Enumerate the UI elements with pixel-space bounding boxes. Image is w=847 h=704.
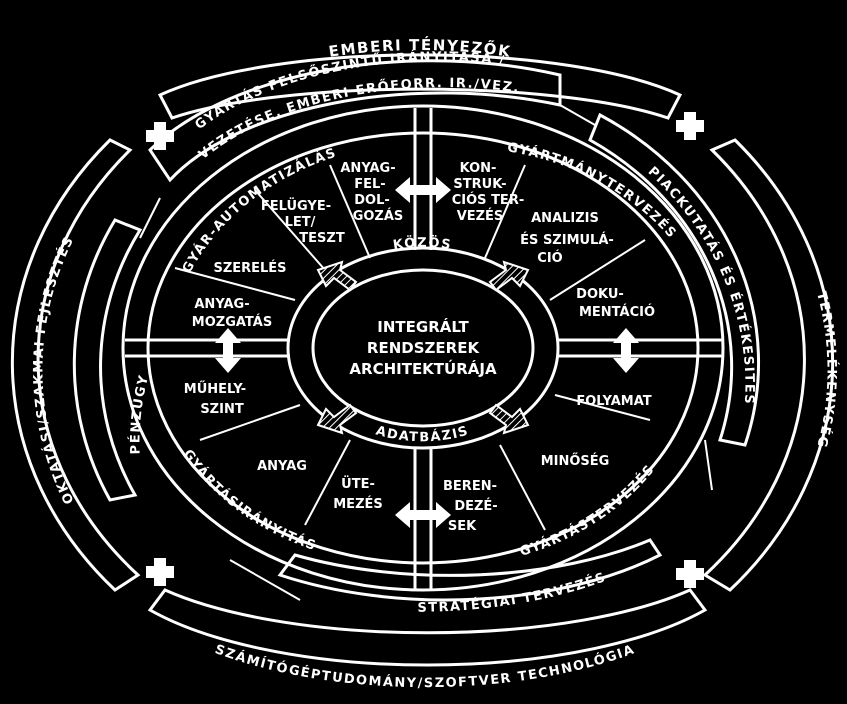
segment-anyagfeldolgozas: ANYAG- FEL- DOL- GOZÁS — [340, 161, 403, 224]
segment-minoseg: MINŐSÉG — [541, 453, 610, 469]
segment-konstrukcios: KON- STRUK- CIÓS TER- VEZÉS — [452, 161, 524, 224]
plus-icon — [146, 112, 704, 588]
svg-text:ANALIZIS: ANALIZIS — [531, 211, 599, 226]
svg-text:BEREN-: BEREN- — [443, 479, 497, 494]
svg-text:MENTÁCIÓ: MENTÁCIÓ — [579, 304, 655, 320]
svg-text:CIÓS TER-: CIÓS TER- — [452, 192, 524, 208]
inner-ring-bottom-label: ADATBÁZIS — [374, 424, 471, 446]
segment-utemezes: ÜTE- MEZÉS — [333, 476, 383, 512]
svg-text:TESZT: TESZT — [299, 231, 345, 246]
segment-felugyelet: FELÜGYE- LET/ TESZT — [261, 198, 345, 246]
outermost-left-label: OKTATÁSI/SZAKMAI FEJLESZTÉS — [31, 234, 77, 506]
svg-text:ANYAG-: ANYAG- — [194, 297, 249, 312]
svg-text:STRUK-: STRUK- — [453, 177, 506, 192]
svg-text:DOKU-: DOKU- — [576, 287, 624, 302]
segment-analizis: ANALIZIS ÉS SZIMULÁ- CIÓ — [520, 211, 614, 266]
segment-muhelyszint: MŰHELY- SZINT — [184, 381, 246, 417]
segment-szereles: SZERELÉS — [213, 260, 286, 276]
svg-text:ÜTE-: ÜTE- — [341, 476, 375, 492]
svg-text:ARCHITEKTÚRÁJA: ARCHITEKTÚRÁJA — [349, 359, 497, 378]
center-ring-outline — [311, 268, 535, 428]
segment-folyamat: FOLYAMAT — [576, 394, 651, 409]
svg-text:ANYAG-: ANYAG- — [340, 161, 395, 176]
svg-text:ANYAG: ANYAG — [257, 459, 307, 474]
svg-text:SZERELÉS: SZERELÉS — [213, 260, 286, 276]
segment-dokumentacio: DOKU- MENTÁCIÓ — [576, 287, 655, 320]
svg-text:FOLYAMAT: FOLYAMAT — [576, 394, 651, 409]
svg-text:DOL-: DOL- — [354, 193, 390, 208]
hatched-arrow-icon — [316, 260, 530, 435]
svg-text:MEZÉS: MEZÉS — [333, 496, 383, 512]
segment-anyagmozgatas: ANYAG- MOZGATÁS — [192, 297, 272, 330]
svg-text:FEL-: FEL- — [354, 177, 385, 192]
outer-left-label: PÉNZÜGY — [127, 373, 152, 455]
outer-ring — [72, 59, 760, 602]
svg-text:INTEGRÁLT: INTEGRÁLT — [377, 317, 469, 336]
svg-text:RENDSZEREK: RENDSZEREK — [367, 339, 481, 357]
outer-top-label-line2: VEZETÉSE, EMBERI ERŐFORR. IR./VEZ. — [196, 76, 521, 163]
svg-text:VEZÉS: VEZÉS — [457, 208, 504, 224]
segment-dividers — [174, 164, 651, 531]
outermost-ring — [10, 53, 835, 667]
svg-text:ÉS SZIMULÁ-: ÉS SZIMULÁ- — [520, 232, 614, 248]
connector-arrows — [139, 104, 713, 601]
svg-text:MINŐSÉG: MINŐSÉG — [541, 453, 610, 469]
svg-text:MOZGATÁS: MOZGATÁS — [192, 314, 272, 330]
svg-text:KON-: KON- — [460, 161, 497, 176]
inner-ring-outline — [286, 246, 560, 450]
svg-text:FELÜGYE-: FELÜGYE- — [261, 198, 331, 214]
svg-text:GOZÁS: GOZÁS — [353, 208, 404, 224]
svg-text:DEZÉ-: DEZÉ- — [454, 498, 497, 514]
outermost-bottom-label: SZÁMÍTÓGÉPTUDOMÁNY/SZOFTVER TECHNOLÓGIA — [213, 642, 637, 691]
svg-text:LET/: LET/ — [285, 215, 316, 230]
segment-anyag: ANYAG — [257, 459, 307, 474]
svg-text:MŰHELY-: MŰHELY- — [184, 381, 246, 397]
svg-text:SZINT: SZINT — [200, 402, 244, 417]
main-disk-outline — [121, 104, 725, 592]
svg-text:SEK: SEK — [448, 519, 477, 534]
inner-ring-top-label: KÖZÖS — [392, 235, 453, 254]
segment-berendezesek: BEREN- DEZÉ- SEK — [443, 479, 498, 534]
svg-text:CIÓ: CIÓ — [537, 250, 562, 266]
double-arrow-icon — [215, 177, 639, 528]
center-title: INTEGRÁLT RENDSZEREK ARCHITEKTÚRÁJA — [349, 317, 497, 378]
cross-dividers — [125, 108, 722, 590]
quadrant-arc-ring — [146, 131, 700, 565]
